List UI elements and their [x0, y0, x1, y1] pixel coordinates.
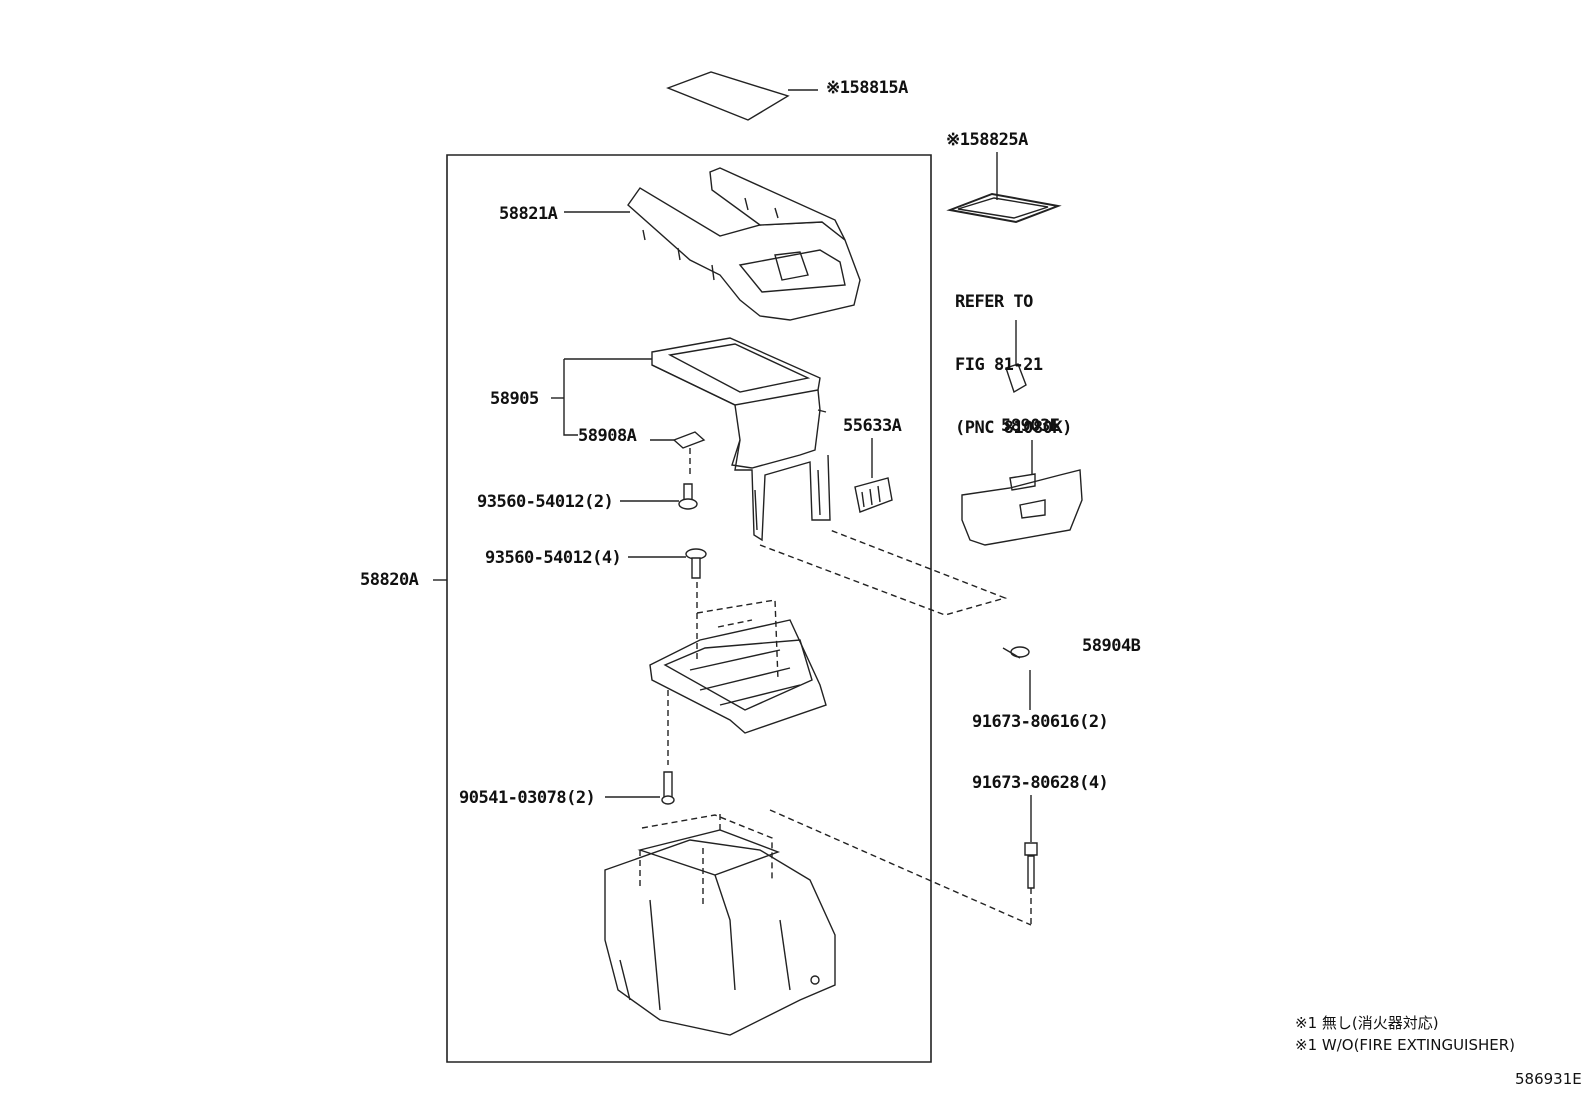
label-58904b: 58904B — [1082, 636, 1141, 656]
leaders-58904b — [760, 530, 1005, 615]
label-58820a: 58820A — [360, 570, 419, 590]
cover-58903e — [962, 320, 1082, 545]
tray — [650, 582, 826, 765]
figure-number: 586931E — [1515, 1070, 1582, 1088]
footnote-japanese: ※1 無し(消火器対応) — [1295, 1014, 1439, 1032]
pad-158825a — [950, 152, 1058, 222]
label-58821a: 58821A — [499, 204, 558, 224]
panel-58821a — [564, 168, 860, 320]
reference-line-1: REFER TO — [955, 292, 1033, 312]
label-93560-54012-4: 93560-54012(4) — [485, 548, 622, 568]
label-158825a: ※158825A — [946, 130, 1028, 150]
lid-58905 — [551, 338, 830, 540]
reference-line-3: (PNC 81080K) — [955, 418, 1072, 438]
switch-55633a — [855, 438, 892, 512]
screw-93560-b — [628, 549, 706, 578]
label-91673-80616: 91673-80616(2) — [972, 712, 1109, 732]
pad-158815a — [668, 72, 818, 120]
label-55633a: 55633A — [843, 416, 902, 436]
assembly-frame — [447, 155, 931, 1062]
label-158815a: ※158815A — [826, 78, 908, 98]
label-93560-54012-2: 93560-54012(2) — [477, 492, 614, 512]
label-90541-03078: 90541-03078(2) — [459, 788, 596, 808]
lower-console — [605, 810, 835, 1035]
bolt-91673-80616 — [1003, 647, 1030, 710]
clip-58908a — [650, 432, 704, 475]
label-58905: 58905 — [490, 389, 539, 409]
label-58903e: 58903E — [1001, 416, 1060, 436]
reference-note: REFER TO FIG 81-21 (PNC 81080K) — [955, 250, 1072, 460]
label-58908a: 58908A — [578, 426, 637, 446]
reference-line-2: FIG 81-21 — [955, 355, 1043, 375]
screw-90541 — [605, 772, 674, 804]
footnote-english: ※1 W/O(FIRE EXTINGUISHER) — [1295, 1036, 1516, 1054]
bolt-91673-80628 — [770, 795, 1037, 925]
screw-93560-a — [620, 484, 697, 509]
label-91673-80628: 91673-80628(4) — [972, 773, 1109, 793]
